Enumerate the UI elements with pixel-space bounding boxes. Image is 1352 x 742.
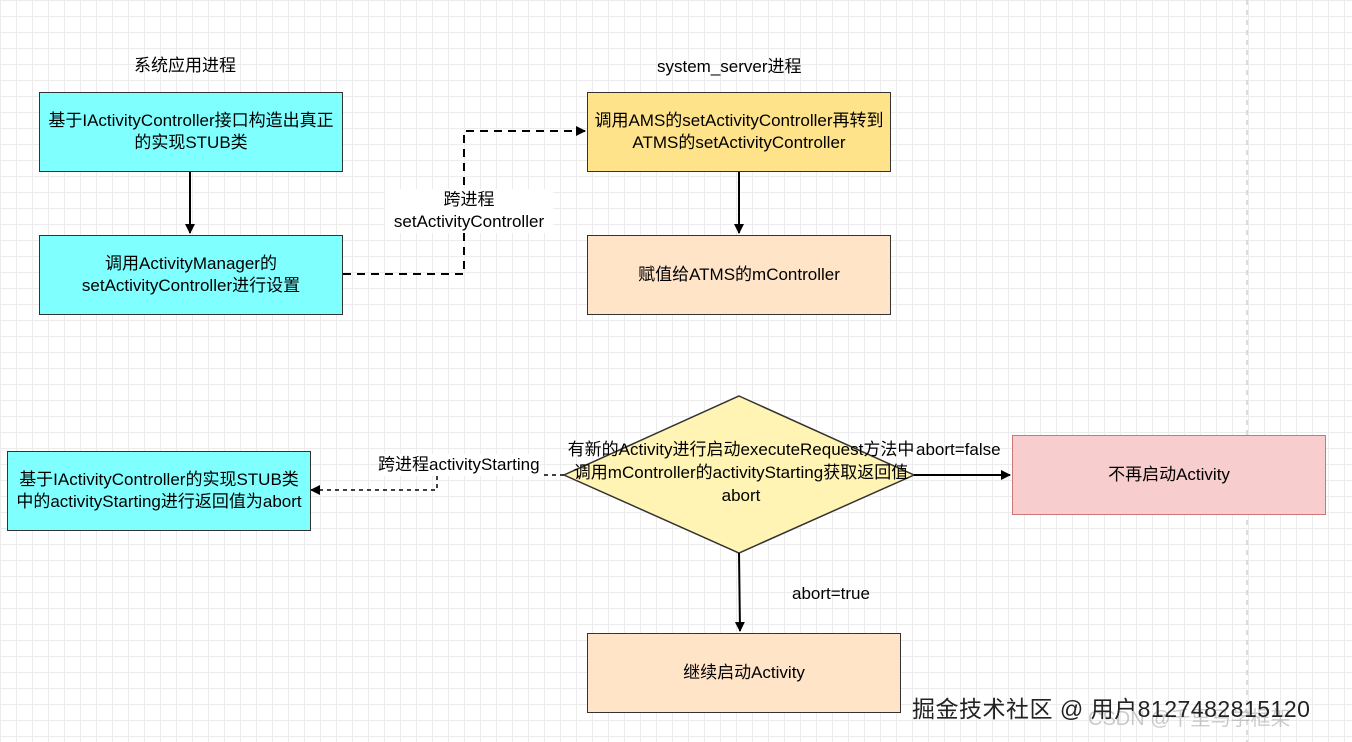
node-call-activity-manager[interactable]: 调用ActivityManager的setActivityController进… xyxy=(39,235,343,315)
edge-cross-process-set xyxy=(343,126,586,275)
node-call-activity-manager-text: 调用ActivityManager的setActivityController进… xyxy=(81,254,301,295)
node-stop-launch[interactable]: 不再启动Activity xyxy=(1012,435,1326,515)
edge-label-cross-set-line2: setActivityController xyxy=(393,212,545,231)
edge-abort-true xyxy=(734,552,745,632)
header-system-server-process: system_server进程 xyxy=(657,57,802,76)
decision-text: 有新的Activity进行启动executeRequest方法中调用mContr… xyxy=(567,440,915,505)
edge-label-cross-starting: 跨进程activityStarting xyxy=(378,454,540,476)
node-ams-set-controller-text: 调用AMS的setActivityController再转到ATMS的setAc… xyxy=(594,111,884,152)
watermark-faint: CSDN @千里马学框架 xyxy=(1088,708,1291,730)
node-stub-return-abort-text: 基于IActivityController的实现STUB类中的activityS… xyxy=(16,470,302,511)
node-assign-mcontroller-text: 赋值给ATMS的mController xyxy=(638,265,840,284)
node-ams-set-controller[interactable]: 调用AMS的setActivityController再转到ATMS的setAc… xyxy=(587,92,891,172)
node-continue-launch-text: 继续启动Activity xyxy=(683,663,805,682)
edge-label-cross-set-line1: 跨进程 xyxy=(443,190,495,209)
node-stub-construct-text: 基于IActivityController接口构造出真正的实现STUB类 xyxy=(48,111,334,152)
edge-label-abort-false: abort=false xyxy=(916,440,1001,459)
node-continue-launch[interactable]: 继续启动Activity xyxy=(587,633,901,713)
node-assign-mcontroller[interactable]: 赋值给ATMS的mController xyxy=(587,235,891,315)
node-stop-launch-text: 不再启动Activity xyxy=(1108,465,1230,484)
watermark-main: 掘金技术社区 @ 用户8127482815120 xyxy=(912,696,1311,722)
header-system-app-process: 系统应用进程 xyxy=(134,56,236,75)
edge-cross-process-starting xyxy=(310,474,564,495)
edge-label-cross-set: 跨进程 setActivityController xyxy=(385,189,553,233)
edge-label-abort-true: abort=true xyxy=(792,584,870,603)
node-stub-construct[interactable]: 基于IActivityController接口构造出真正的实现STUB类 xyxy=(39,92,343,172)
node-stub-return-abort[interactable]: 基于IActivityController的实现STUB类中的activityS… xyxy=(7,451,311,531)
